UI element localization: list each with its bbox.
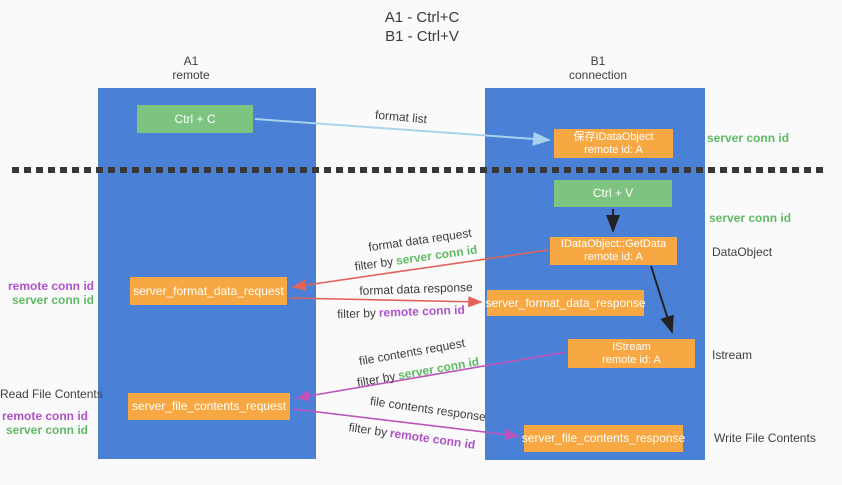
node-idataobject-getdata-line2: remote id: A xyxy=(584,251,643,263)
node-server-file-contents-request: server_file_contents_request xyxy=(128,393,290,420)
node-idataobject-getdata-line1: IDataObject::GetData xyxy=(560,238,667,250)
lifeline-b1-name: B1 xyxy=(590,54,606,68)
node-istream: IStream remote id: A xyxy=(568,339,695,368)
node-server-format-data-request: server_format_data_request xyxy=(130,277,287,305)
label-format-list: format list xyxy=(374,107,428,127)
annotation-remote-conn-id-1: remote conn id xyxy=(7,279,94,293)
node-ctrl-v-label: Ctrl + V xyxy=(592,186,634,200)
node-ctrl-c-label: Ctrl + C xyxy=(174,111,216,126)
annotation-server-conn-id-top: server conn id xyxy=(707,131,790,145)
node-server-format-data-response: server_format_data_response xyxy=(485,290,646,316)
node-istream-line2: remote id: A xyxy=(602,353,661,366)
annotation-remote-conn-id-2: remote conn id xyxy=(1,409,88,423)
diagram-title: A1 - Ctrl+C B1 - Ctrl+V xyxy=(322,8,522,46)
annotation-conn-ids-file: remote conn id server conn id xyxy=(0,409,88,437)
annotation-istream: Istream xyxy=(712,348,753,362)
annotation-server-conn-id-2: server conn id xyxy=(5,423,88,437)
filter-key-remote-conn-id: remote conn id xyxy=(378,302,466,320)
node-ctrl-c: Ctrl + C xyxy=(137,105,253,133)
annotation-write-file-contents: Write File Contents xyxy=(714,431,816,445)
node-server-file-contents-response: server_file_contents_response xyxy=(521,425,686,452)
annotation-conn-ids-format: remote conn id server conn id xyxy=(0,279,94,307)
label-format-data-response: format data response xyxy=(359,280,473,298)
node-save-idataobject: 保存IDataObject remote id: A xyxy=(554,129,673,158)
node-server-file-contents-response-label: server_file_contents_response xyxy=(521,431,686,445)
node-istream-line1: IStream xyxy=(612,340,651,353)
label-file-contents-response: file contents response xyxy=(369,393,487,425)
annotation-server-conn-id-1: server conn id xyxy=(11,293,94,307)
node-ctrl-v: Ctrl + V xyxy=(554,180,672,207)
lifeline-a1-role: remote xyxy=(172,68,210,82)
lifeline-b1-role: connection xyxy=(568,68,628,82)
node-server-file-contents-request-label: server_file_contents_request xyxy=(131,399,287,413)
label-file-contents-response-filter: filter byremote conn id xyxy=(347,420,477,452)
arrow-format-data-response xyxy=(289,296,483,308)
separator-dotted-line xyxy=(12,167,824,173)
annotation-dataobject: DataObject xyxy=(712,245,773,259)
title-line-b1: B1 - Ctrl+V xyxy=(385,28,459,45)
node-server-format-data-response-label: server_format_data_response xyxy=(485,295,646,310)
node-save-idataobject-line1: 保存IDataObject xyxy=(573,130,654,143)
annotation-server-conn-id-mid: server conn id xyxy=(709,211,792,225)
node-server-format-data-request-label: server_format_data_request xyxy=(133,283,284,298)
filter-key-remote-conn-id: remote conn id xyxy=(389,425,477,452)
lifeline-header-a1: A1 remote xyxy=(121,54,261,82)
node-save-idataobject-line2: remote id: A xyxy=(584,143,643,156)
node-idataobject-getdata: IDataObject::GetData remote id: A xyxy=(550,237,677,265)
lifeline-header-b1: B1 connection xyxy=(528,54,668,82)
title-line-a1: A1 - Ctrl+C xyxy=(384,9,460,26)
annotation-read-file-contents: Read File Contents xyxy=(0,387,103,401)
lifeline-a1-name: A1 xyxy=(183,54,199,68)
